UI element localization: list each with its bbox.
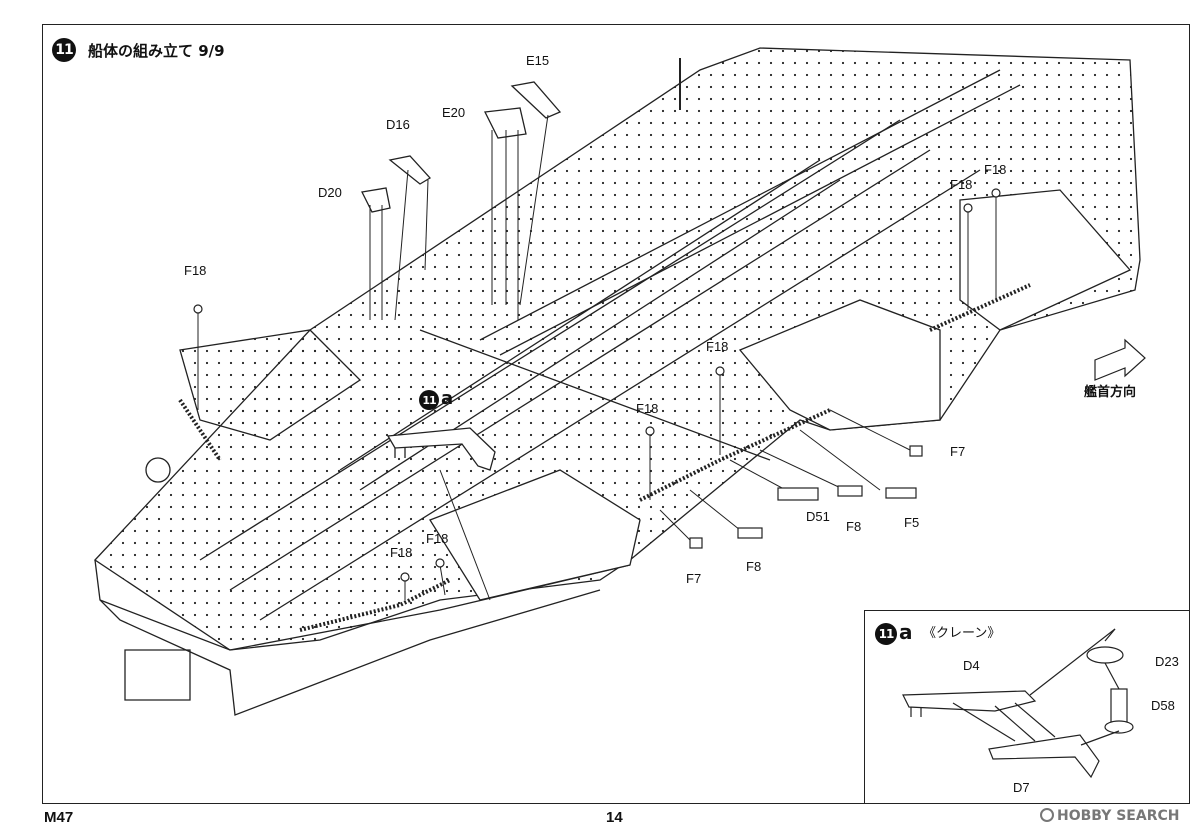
inset-label-d4: D4 bbox=[963, 658, 980, 673]
label-f18-bottom-a: F18 bbox=[390, 545, 413, 560]
substep-letter: a bbox=[441, 388, 454, 409]
substep-number-badge: 11 bbox=[419, 390, 439, 410]
leader-lines bbox=[197, 114, 997, 601]
label-f5: F5 bbox=[904, 515, 920, 530]
bow-direction-label: 艦首方向 bbox=[1084, 385, 1137, 400]
watermark-logo-icon bbox=[1040, 808, 1054, 822]
label-d16: D16 bbox=[386, 117, 410, 132]
label-e15: E15 bbox=[526, 53, 550, 68]
part-d20 bbox=[361, 187, 391, 213]
label-f18-right-b: F18 bbox=[984, 162, 1007, 177]
step-number-badge: 11 bbox=[52, 38, 76, 62]
label-f18-left: F18 bbox=[184, 263, 207, 278]
small-parts bbox=[193, 188, 1001, 582]
watermark-text: HOBBY SEARCH bbox=[1057, 808, 1180, 824]
label-f18-center: F18 bbox=[636, 401, 659, 416]
step-title: 船体の組み立て 9/9 bbox=[88, 42, 225, 60]
inset-label-d23: D23 bbox=[1155, 654, 1179, 669]
label-d20: D20 bbox=[318, 185, 342, 200]
inset-step-letter: a bbox=[899, 620, 913, 644]
page-number: 14 bbox=[606, 809, 623, 826]
label-f18-right-a: F18 bbox=[950, 177, 973, 192]
label-f18-bottom-b: F18 bbox=[426, 531, 449, 546]
inset-label-d7: D7 bbox=[1013, 780, 1030, 795]
label-f8-bottom: F8 bbox=[746, 559, 762, 574]
part-d16 bbox=[388, 155, 432, 185]
inset-label-d58: D58 bbox=[1151, 698, 1175, 713]
bow-direction-arrow bbox=[1094, 338, 1146, 381]
label-f8-right: F8 bbox=[846, 519, 862, 534]
label-d51: D51 bbox=[806, 509, 830, 524]
watermark: HOBBY SEARCH bbox=[1040, 808, 1179, 824]
page-frame bbox=[42, 24, 1190, 804]
label-f7-right: F7 bbox=[950, 444, 966, 459]
label-f18-mid: F18 bbox=[706, 339, 729, 354]
deck-parts bbox=[361, 81, 562, 213]
label-f7-bottom: F7 bbox=[686, 571, 702, 586]
inset-step-badge: 11 bbox=[875, 623, 897, 645]
inset-title: 《クレーン》 bbox=[923, 626, 1001, 641]
label-e20: E20 bbox=[442, 105, 466, 120]
part-e15 bbox=[510, 81, 562, 119]
product-code: M47 bbox=[44, 809, 74, 826]
crane-inset-panel: 11 a 《クレーン》 D4 D23 D58 D7 bbox=[864, 610, 1190, 804]
part-e20 bbox=[484, 107, 527, 139]
flight-deck bbox=[94, 47, 1141, 716]
crane-inset-drawing bbox=[902, 628, 1134, 779]
crane-on-deck bbox=[386, 427, 496, 471]
